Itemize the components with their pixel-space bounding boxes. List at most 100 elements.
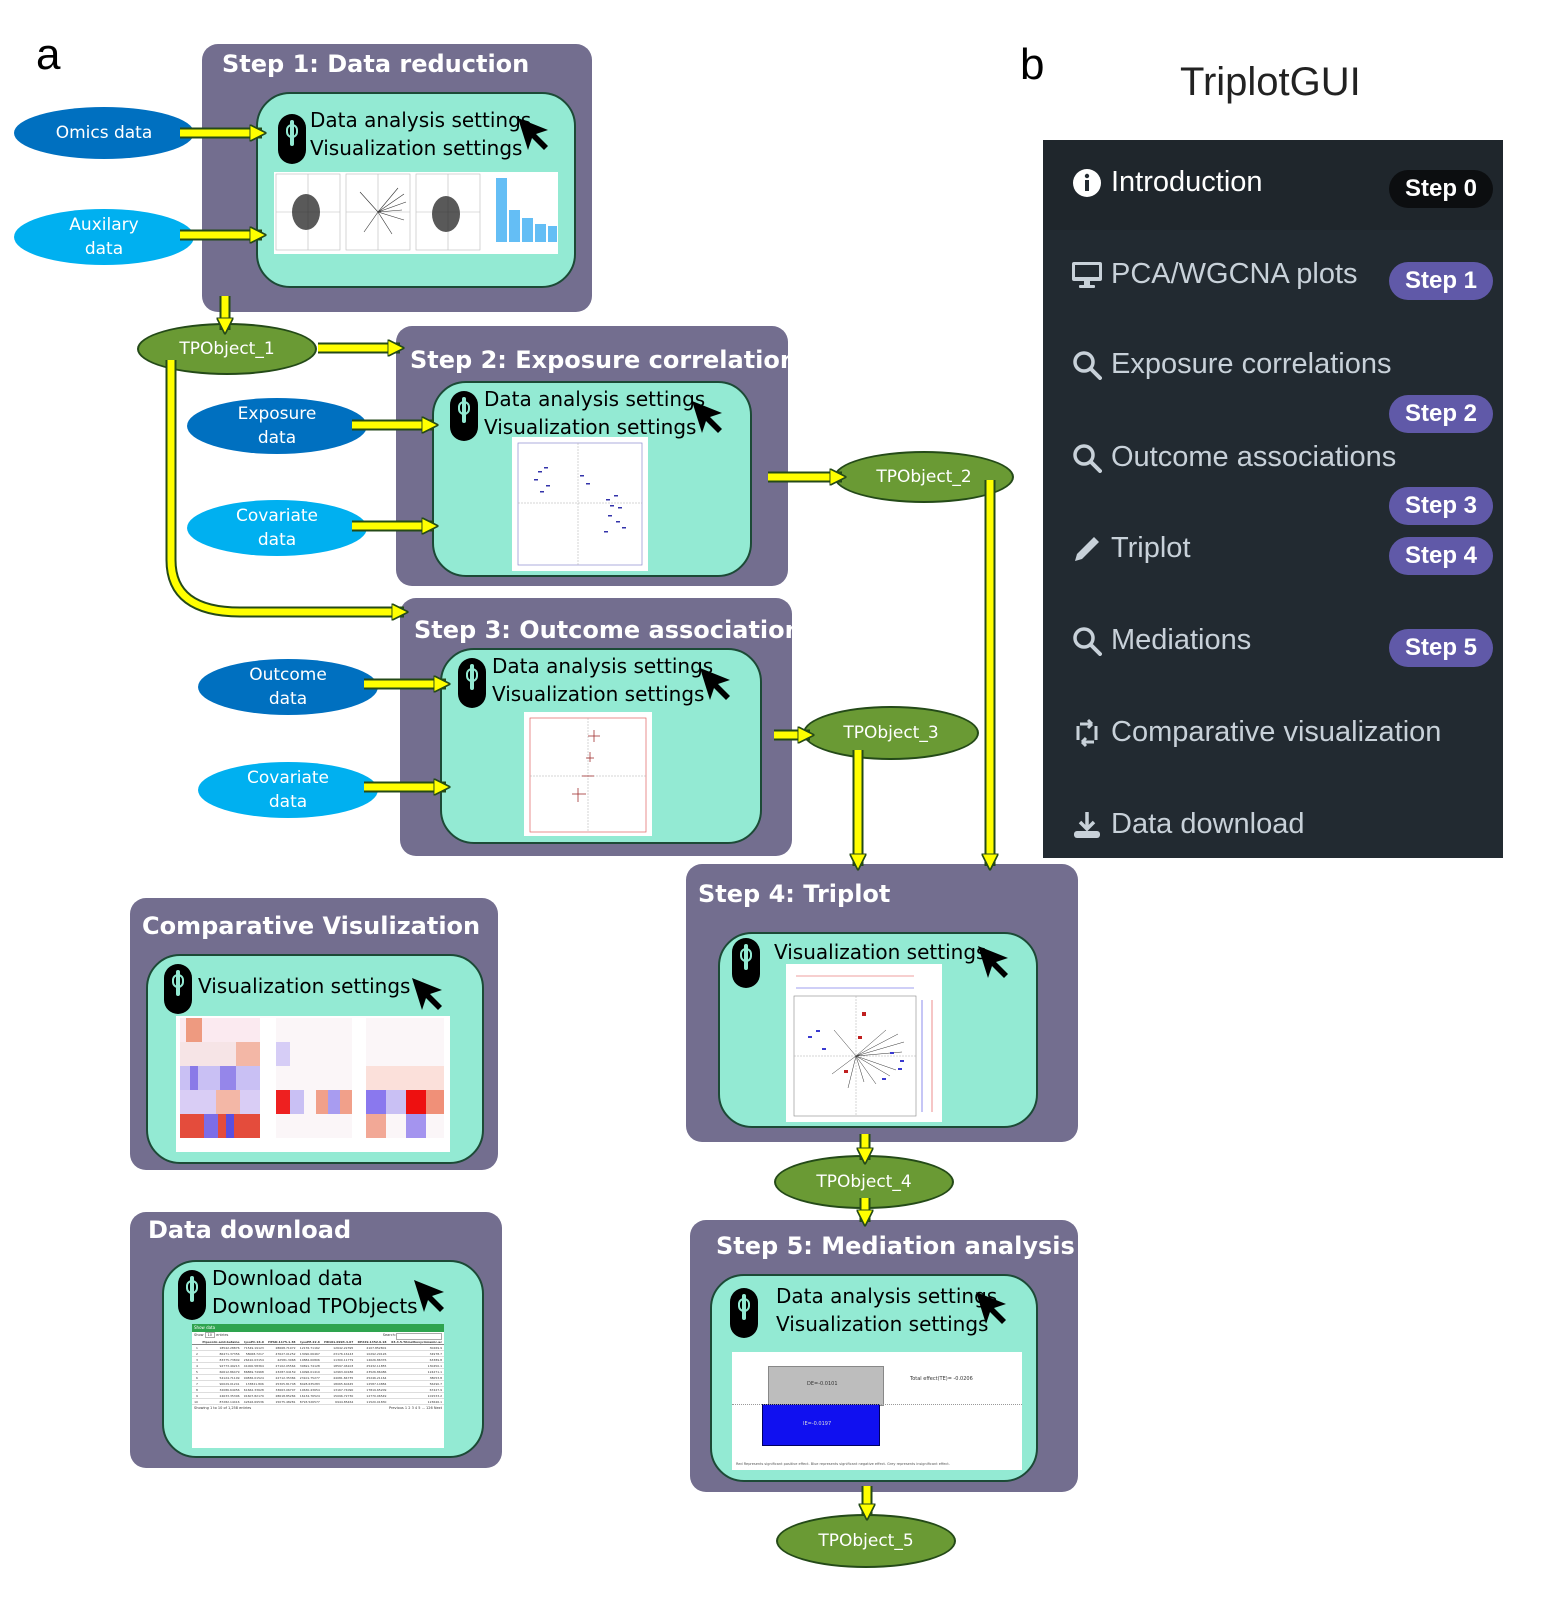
column-header[interactable] xyxy=(192,1339,200,1345)
comparative-thumbnail-heatmaps xyxy=(176,1016,450,1152)
data-analysis-settings-link[interactable]: Data analysis settings xyxy=(310,108,532,132)
sidebar-item-label: Introduction xyxy=(1111,166,1263,198)
step2-settings-list: Data analysis settings Visualization set… xyxy=(484,385,705,441)
entries-label: entries xyxy=(216,1333,229,1337)
sidebar-nav: Introduction Step 0 PCA/WGCNA plots Step… xyxy=(1043,140,1503,858)
step2-thumbnail-correlation-plot xyxy=(512,437,648,571)
info-circle-icon xyxy=(1071,167,1103,199)
table-cell: 5 xyxy=(192,1368,200,1375)
download-data-link[interactable]: Download data xyxy=(212,1266,363,1290)
visualization-settings-link[interactable]: Visualization settings xyxy=(310,136,523,160)
data-analysis-settings-link[interactable]: Data analysis settings xyxy=(776,1284,998,1308)
visualization-settings-link[interactable]: Visualization settings xyxy=(492,682,705,706)
column-header[interactable]: HR101.0993.4.07 xyxy=(321,1339,356,1345)
sidebar-item-data-download[interactable]: Data download xyxy=(1071,808,1304,841)
table-cell: 58068.7217 xyxy=(241,1350,266,1357)
column-header[interactable]: HPhD.1175.1.38 xyxy=(265,1339,298,1345)
sidebar-item-label: PCA/WGCNA plots xyxy=(1111,258,1358,290)
search-icon xyxy=(1071,349,1103,381)
cursor-icon xyxy=(518,118,548,150)
sidebar-item-outcome-associations[interactable]: Outcome associations xyxy=(1071,441,1396,474)
table-cell: 28668.71972 xyxy=(265,1344,298,1351)
column-header[interactable]: lysoPE.22.6 xyxy=(297,1339,322,1345)
sidebar-item-triplot[interactable]: Triplot xyxy=(1071,532,1191,565)
pagination-button[interactable]: ... xyxy=(421,1406,427,1410)
sidebar-item-label: Triplot xyxy=(1111,532,1191,564)
pagination-button[interactable]: 1 xyxy=(404,1406,409,1410)
pagination-button[interactable]: 4 xyxy=(414,1406,419,1410)
pagination-button[interactable]: Previous xyxy=(388,1406,405,1410)
table-cell: 9 xyxy=(192,1392,200,1399)
pagination-button[interactable]: 3 xyxy=(411,1406,415,1410)
show-data-header: Show data xyxy=(192,1324,444,1332)
mouse-icon xyxy=(278,114,306,164)
column-header[interactable]: X3.4.5.Trimethoxycinnamic.ac xyxy=(388,1339,444,1345)
visualization-settings-link[interactable]: Visualization settings xyxy=(198,974,411,998)
mediation-legend-text: Red Represents significant positive effe… xyxy=(736,1462,950,1466)
panel-label-b: b xyxy=(1020,40,1045,89)
search-icon xyxy=(1071,625,1103,657)
visualization-settings-link[interactable]: Visualization settings xyxy=(484,415,697,439)
download-settings-list: Download data Download TPObjects xyxy=(212,1264,418,1320)
total-effect-label: Total effect(TE)= -0.0206 xyxy=(910,1376,973,1382)
table-cell: 6 xyxy=(192,1374,200,1381)
visualization-settings-link[interactable]: Visualization settings xyxy=(774,940,987,964)
table-cell: 42581.3068 xyxy=(265,1356,298,1363)
pagination: Previous 1 2 3 4 5 ... 126 Next xyxy=(389,1405,442,1411)
sidebar-item-introduction[interactable]: Introduction xyxy=(1071,166,1263,199)
cursor-icon xyxy=(700,668,730,700)
input-omics-data: Omics data xyxy=(14,107,194,159)
table-controls: Show 10 entries Search: xyxy=(192,1332,444,1340)
column-header[interactable]: Pipecolic.acid.betaine xyxy=(199,1339,242,1345)
table-cell: 23101.75277 xyxy=(297,1374,322,1381)
download-title: Data download xyxy=(148,1216,352,1244)
step1-box: Step 1: Data reduction Data analysis set… xyxy=(202,44,592,312)
step3-title: Step 3: Outcome associations xyxy=(414,616,816,644)
column-header[interactable]: RP229.1452.9.18 xyxy=(355,1339,389,1345)
tpobject-4: TPObject_4 xyxy=(774,1155,954,1209)
mouse-icon xyxy=(164,964,192,1014)
sidebar-item-comparative-visualization[interactable]: Comparative visualization xyxy=(1071,716,1441,749)
step4-thumbnail-triplot xyxy=(786,964,942,1122)
column-header[interactable]: lysoPC.16.0 xyxy=(241,1339,266,1345)
step2-settings-panel: Data analysis settings Visualization set… xyxy=(432,381,752,577)
mouse-icon xyxy=(458,658,486,708)
table-cell: 15075.48281 xyxy=(265,1398,298,1405)
sidebar-item-label: Outcome associations xyxy=(1111,441,1397,473)
step5-box: Step 5: Mediation analysis Data analysis… xyxy=(690,1220,1078,1492)
sidebar-item-exposure-correlations[interactable]: Exposure correlations xyxy=(1071,348,1391,381)
step2-box: Step 2: Exposure correlations Data analy… xyxy=(396,326,811,586)
search-input[interactable] xyxy=(396,1333,442,1340)
ie-label: IE=-0.0197 xyxy=(803,1421,832,1427)
data-analysis-settings-link[interactable]: Data analysis settings xyxy=(492,654,714,678)
data-analysis-settings-link[interactable]: Data analysis settings xyxy=(484,387,706,411)
sidebar-item-mediations[interactable]: Mediations xyxy=(1071,624,1251,657)
heatmap-1 xyxy=(180,1018,260,1138)
pagination-button[interactable]: Next xyxy=(433,1406,442,1410)
pagination-button[interactable]: 126 xyxy=(426,1406,434,1410)
table-cell: 11300.11779 xyxy=(321,1356,356,1363)
table-cell: 30269.9 xyxy=(388,1344,444,1351)
table-cell: 1 xyxy=(192,1344,200,1351)
input-exposure-data: Exposure data xyxy=(187,398,367,454)
pagination-button[interactable]: 2 xyxy=(408,1406,412,1410)
download-tpobjects-link[interactable]: Download TPObjects xyxy=(212,1294,418,1318)
table-cell: 13090.06467 xyxy=(297,1350,322,1357)
step-badge-5: Step 5 xyxy=(1389,629,1494,667)
download-box: Data download Download data Download TPO… xyxy=(130,1212,502,1468)
visualization-settings-link[interactable]: Visualization settings xyxy=(776,1312,989,1336)
table-cell: 25432.11855 xyxy=(355,1362,389,1369)
step-badge-3: Step 3 xyxy=(1389,487,1494,525)
table-cell: 16134.76524 xyxy=(297,1392,322,1399)
table-cell: 41000.58364 xyxy=(241,1362,266,1369)
pagination-button[interactable]: 5 xyxy=(418,1406,422,1410)
step4-settings-list: Visualization settings xyxy=(774,938,986,966)
entries-select[interactable]: 10 xyxy=(204,1332,216,1338)
sidebar-item-pca-wgcna[interactable]: PCA/WGCNA plots xyxy=(1071,258,1358,291)
table-cell: 11520.01830 xyxy=(355,1398,389,1405)
step1-settings-list: Data analysis settings Visualization set… xyxy=(310,106,531,162)
